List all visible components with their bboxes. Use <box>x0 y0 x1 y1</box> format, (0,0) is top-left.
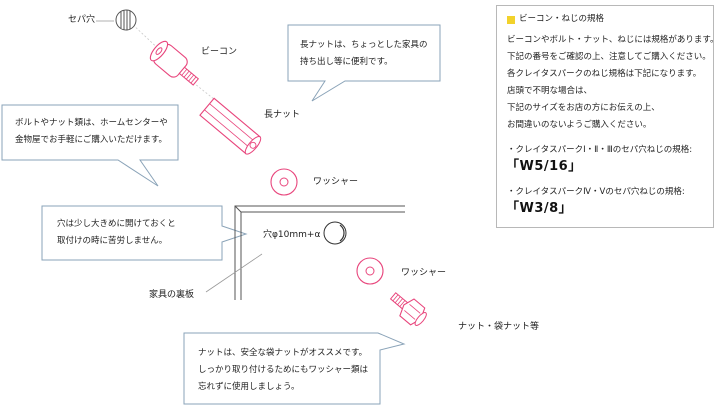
bubble-hole-shape <box>41 205 248 261</box>
bubble-line: 長ナットは、ちょっとした家具の <box>300 40 428 50</box>
bubble-long-nut-shape <box>287 24 441 102</box>
label-furniture-back: 家具の裏板 <box>149 290 195 300</box>
spec-body-line: ビーコンやボルト・ナット、ねじには規格があります。 <box>507 35 719 45</box>
spec-body-line: 店頭で不明な場合は、 <box>507 86 593 96</box>
label-washer-1: ワッシャー <box>313 177 359 187</box>
bubble-hole-text: 穴は少し大きめに開けておくと 取付けの時に苦労しません。 <box>57 216 176 250</box>
bubble-line: しっかり取り付けるためにもワッシャー類は <box>198 365 369 375</box>
furniture-board <box>234 205 405 300</box>
bubble-nut-text: ナットは、安全な袋ナットがオススメです。 しっかり取り付けるためにもワッシャー類… <box>198 345 368 396</box>
spec-body-line: 下記の番号をご確認の上、注意してご購入ください。 <box>507 52 711 62</box>
bubble-line: 穴は少し大きめに開けておくと <box>57 219 176 229</box>
spec-panel: ビーコン・ねじの規格 ビーコンやボルト・ナット、ねじには規格があります。 下記の… <box>496 5 718 228</box>
square-bullet-icon <box>507 16 515 24</box>
label-washer-2: ワッシャー <box>401 268 447 278</box>
bubble-line: 取付けの時に苦労しません。 <box>57 236 168 246</box>
spec-item1-label: ・クレイタスパークⅠ・Ⅱ・Ⅲのセパ穴ねじの規格: <box>507 145 693 155</box>
label-hole-size: 穴φ10mm+α <box>263 230 321 240</box>
beacon-part <box>149 40 200 86</box>
sepa-hole-part <box>115 9 137 31</box>
washer-2-part <box>356 257 384 285</box>
spec-body-line: お間違いのないようご購入ください。 <box>507 120 652 130</box>
bubble-line: 忘れずに使用しましょう。 <box>198 382 300 392</box>
spec-item1-value: 「W5/16」 <box>506 159 582 174</box>
bubble-long-nut-text: 長ナットは、ちょっとした家具の 持ち出し等に便利です。 <box>300 37 428 71</box>
washer-1-part <box>270 168 298 196</box>
bubble-line: 金物屋でお手軽にご購入いただけます。 <box>15 135 167 145</box>
label-long-nut: 長ナット <box>264 110 301 120</box>
long-nut-part <box>199 97 262 155</box>
bolt-nut-part <box>389 292 427 326</box>
bubble-bolt-nut-text: ボルトやナット類は、ホームセンターや 金物屋でお手軽にご購入いただけます。 <box>15 115 168 149</box>
bubble-bolt-nut-shape <box>1 104 179 187</box>
spec-body-line: 各クレイタスパークのねじ規格は下記になります。 <box>507 69 702 79</box>
board-hole <box>323 221 347 245</box>
furniture-leader <box>205 253 263 293</box>
bubble-line: ボルトやナット類は、ホームセンターや <box>15 118 168 128</box>
label-nut: ナット・袋ナット等 <box>458 322 540 332</box>
spec-body-line: 下記のサイズをお店の方にお伝えの上、 <box>507 103 660 113</box>
label-sepa-hole: セパ穴 <box>68 15 96 25</box>
spec-item2-label: ・クレイタスパークⅣ・Ⅴのセパ穴ねじの規格: <box>507 187 685 197</box>
spec-item2-value: 「W3/8」 <box>506 201 573 216</box>
bubble-nut-shape <box>183 332 406 405</box>
label-beacon: ビーコン <box>201 47 238 57</box>
bubble-line: 持ち出し等に便利です。 <box>300 57 393 67</box>
spec-title: ビーコン・ねじの規格 <box>519 14 605 24</box>
bubble-line: ナットは、安全な袋ナットがオススメです。 <box>198 348 368 358</box>
